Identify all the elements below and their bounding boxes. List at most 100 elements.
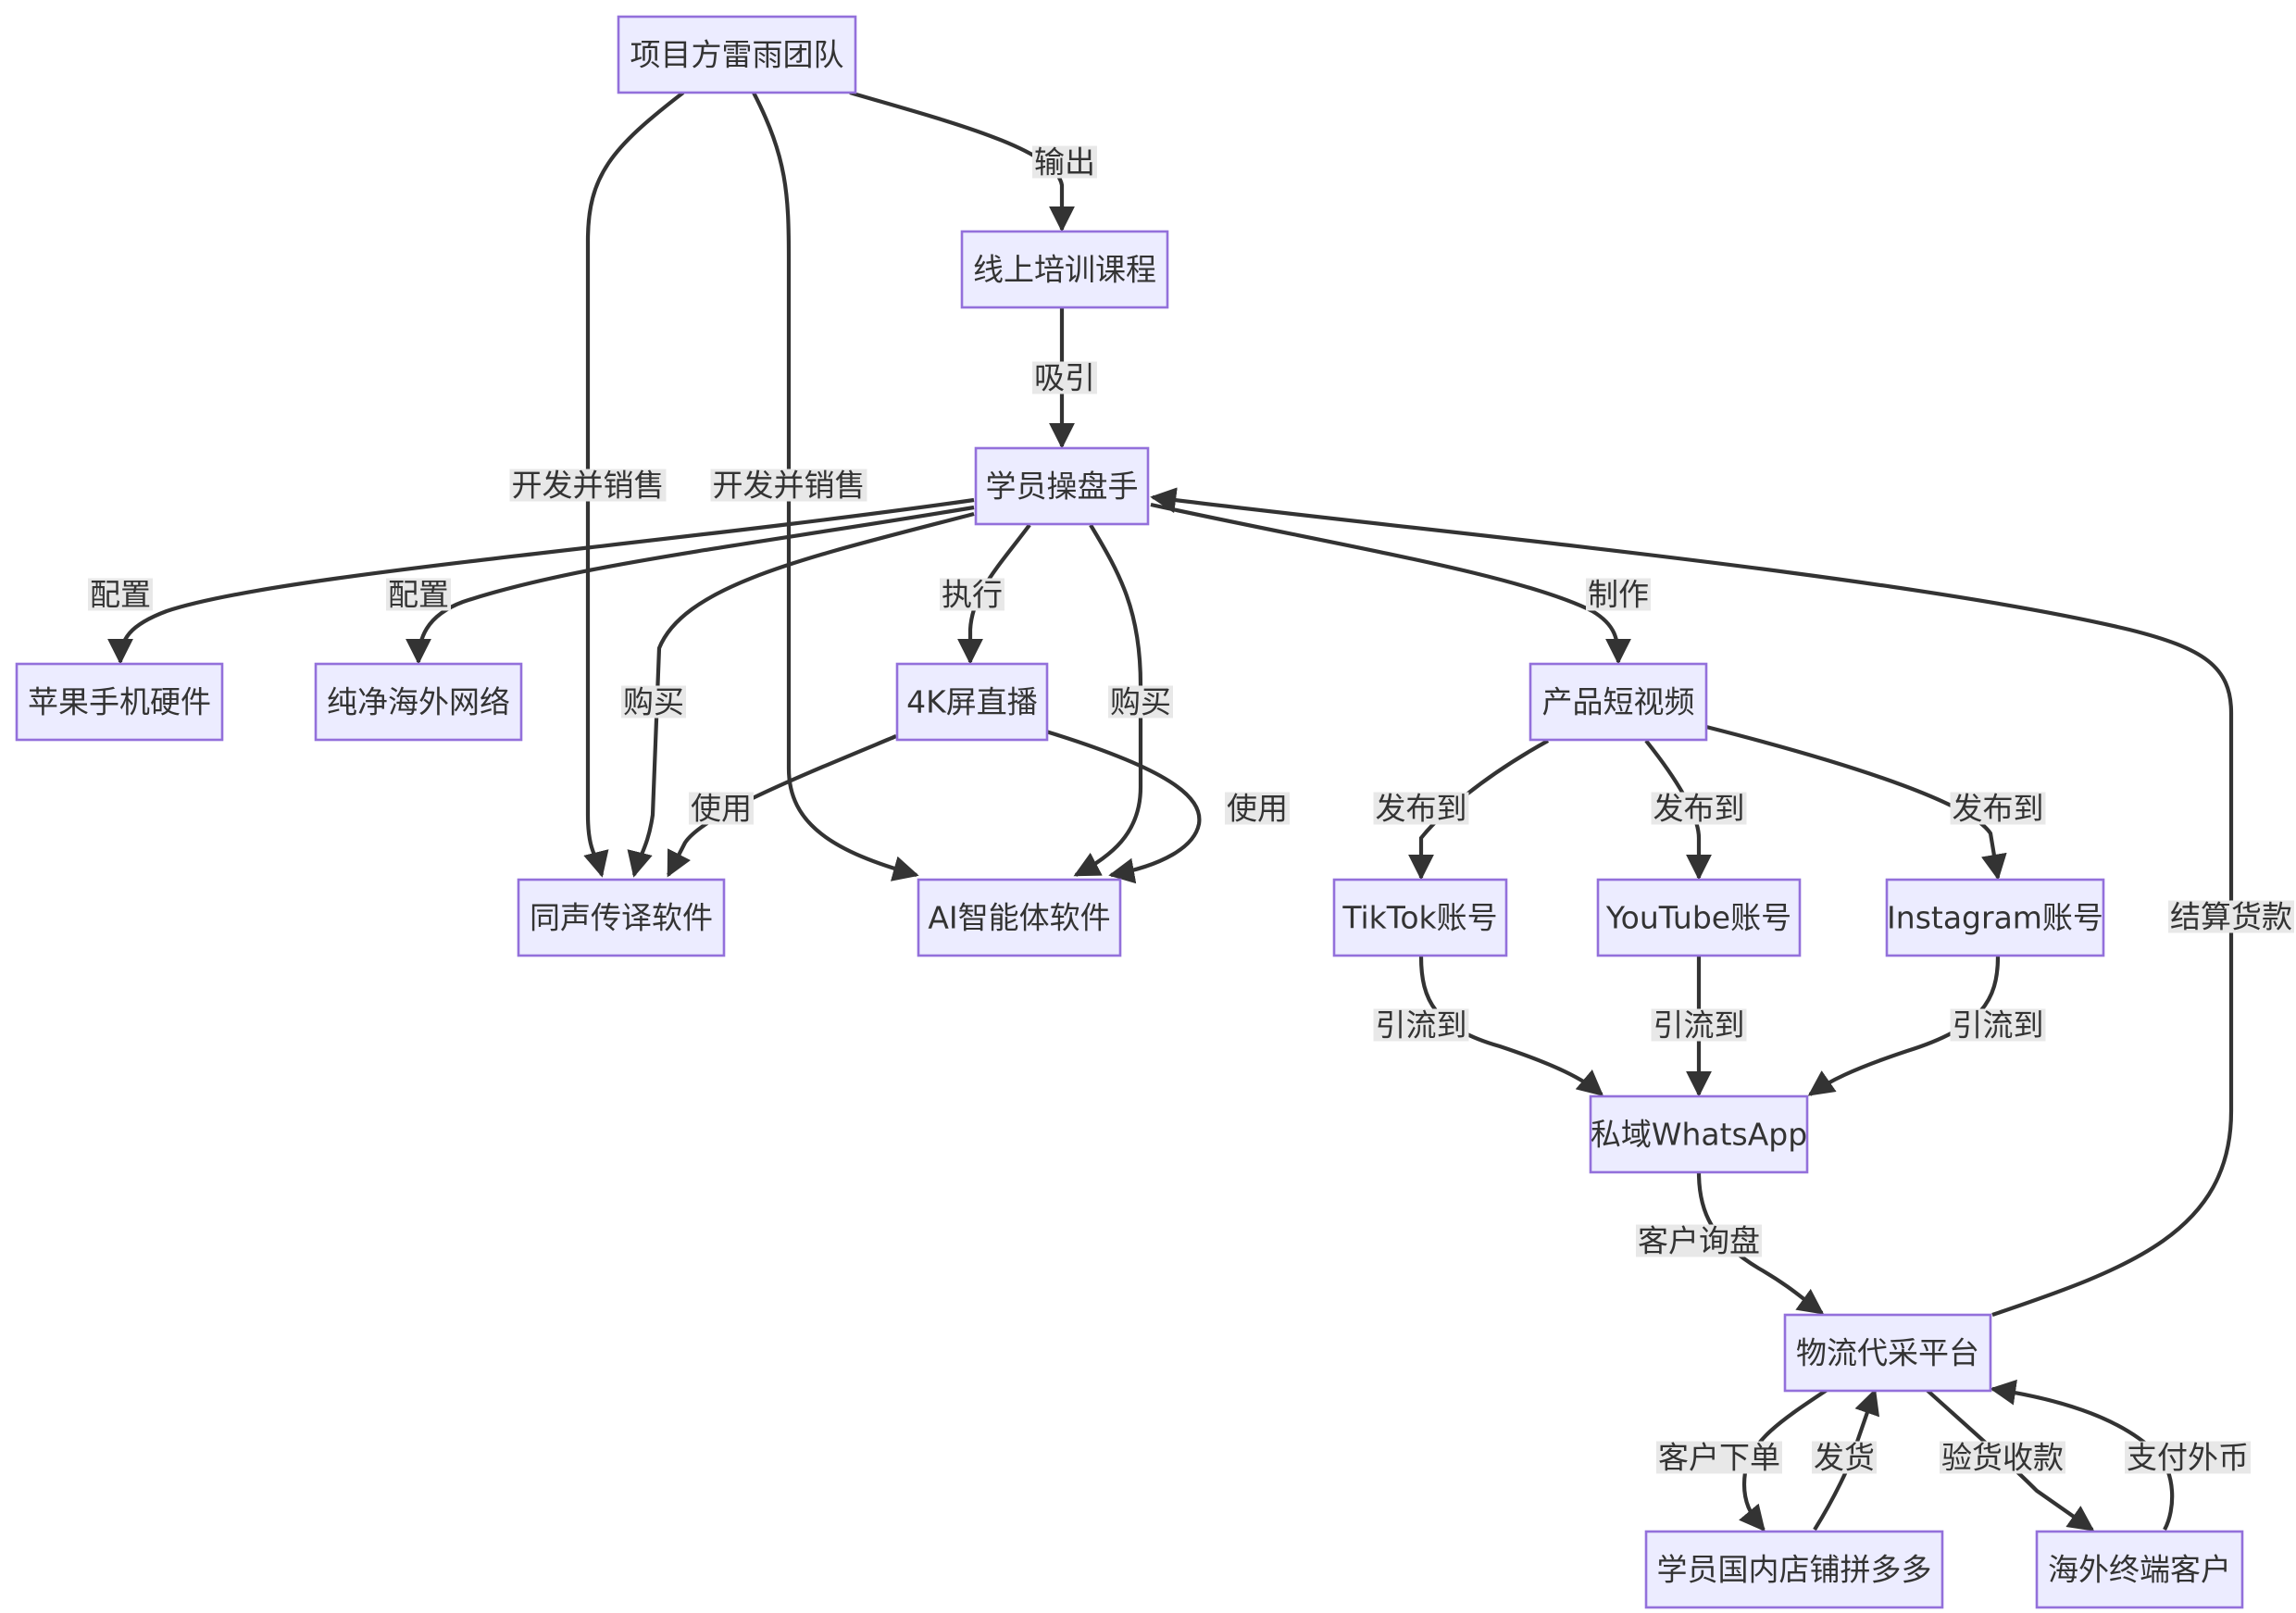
edge-label-e_lyx_course: 输出 — [1032, 144, 1097, 181]
edge-instagram-wa — [1807, 956, 2001, 1096]
edge-label-bg — [621, 685, 686, 719]
edge-label-bg — [1651, 792, 1747, 825]
edge-label-e_tiktok_wa: 引流到 — [1373, 1007, 1469, 1044]
edge-lyx-course — [849, 90, 1075, 232]
node-box-video — [1529, 662, 1708, 742]
edge-label-e_lyx_trans: 开发并销售 — [509, 468, 667, 504]
edge-label-bg — [509, 469, 667, 502]
node-label-course: 线上培训课程 — [973, 252, 1156, 288]
node-box-whatsapp — [1589, 1094, 1809, 1174]
edge-label-e_live_trans: 使用 — [689, 791, 754, 827]
node-box-aiagent — [917, 878, 1122, 957]
edge-label-text: 发布到 — [1653, 791, 1745, 827]
edge-label-e_trader_iphone: 配置 — [88, 577, 153, 613]
node-logistics: 物流代采平台 — [1783, 1313, 1992, 1393]
node-network: 纯净海外网络 — [314, 662, 523, 742]
node-label-trans: 同声传译软件 — [530, 900, 713, 936]
edge-lyx-ai — [752, 92, 919, 882]
edge-trader-ai — [1073, 523, 1143, 877]
edge-label-text: 使用 — [1227, 791, 1288, 827]
edge-live-ai — [1045, 729, 1202, 884]
edge-label-e_youtube_wa: 引流到 — [1651, 1007, 1747, 1044]
edge-label-text: 发布到 — [1953, 791, 2044, 827]
edge-label-bg — [1636, 1224, 1762, 1257]
node-tiktok: TikTok账号 — [1332, 878, 1508, 957]
edge-label-e_instagram_wa: 引流到 — [1950, 1007, 2046, 1044]
edge-label-text: 制作 — [1588, 577, 1649, 613]
edge-label-e_video_tiktok: 发布到 — [1373, 791, 1469, 827]
edge-label-bg — [386, 578, 451, 611]
edge-label-e_trader_video: 制作 — [1586, 577, 1651, 613]
edge-label-bg — [1950, 792, 2046, 825]
node-pdd: 学员国内店铺拼多多 — [1644, 1530, 1944, 1609]
edge-label-e_video_instagram: 发布到 — [1950, 791, 2046, 827]
edge-label-bg — [1108, 685, 1173, 719]
node-iphone: 苹果手机硬件 — [15, 662, 224, 742]
edge-label-text: 开发并销售 — [713, 468, 866, 504]
edge-label-bg — [1950, 1008, 2046, 1042]
edge-label-bg — [1373, 792, 1469, 825]
edge-label-e_live_ai: 使用 — [1225, 791, 1290, 827]
node-box-overseas — [2035, 1530, 2244, 1609]
edge-label-e_pdd_logistics: 发货 — [1812, 1440, 1877, 1476]
node-label-network: 纯净海外网络 — [327, 684, 510, 720]
node-overseas: 海外终端客户 — [2035, 1530, 2244, 1609]
node-label-trader: 学员操盘手 — [986, 469, 1139, 505]
edge-label-text: 引流到 — [1653, 1007, 1745, 1044]
edge-label-e_video_youtube: 发布到 — [1651, 791, 1747, 827]
node-box-live4k — [895, 662, 1049, 742]
edge-logistics-trader — [1150, 487, 2234, 1317]
node-label-whatsapp: 私域WhatsApp — [1591, 1117, 1807, 1153]
edge-label-bg — [1651, 1008, 1747, 1042]
edge-trader-iphone — [107, 497, 975, 665]
edge-label-bg — [1225, 792, 1290, 825]
edge-label-e_trader_ai: 购买 — [1108, 684, 1173, 720]
node-instagram: Instagram账号 — [1885, 878, 2105, 957]
edge-label-text: 引流到 — [1376, 1007, 1467, 1044]
edge-label-e_logistics_pdd: 客户下单 — [1656, 1440, 1782, 1476]
edge-label-bg — [710, 469, 867, 502]
node-box-trader — [974, 446, 1150, 526]
edge-label-text: 配置 — [388, 577, 449, 613]
node-youtube: YouTube账号 — [1596, 878, 1802, 957]
node-box-iphone — [15, 662, 224, 742]
edge-labels: 输出开发并销售开发并销售吸引配置配置购买执行购买制作使用使用发布到发布到发布到引… — [88, 144, 2294, 1476]
edge-label-text: 验货收款 — [1941, 1440, 2064, 1476]
node-video: 产品短视频 — [1529, 662, 1708, 742]
edge-label-bg — [2125, 1441, 2251, 1474]
edge-label-text: 使用 — [691, 791, 752, 827]
edge-label-e_trader_live: 执行 — [940, 577, 1004, 613]
node-box-lyx — [617, 15, 857, 94]
edge-video-instagram — [1705, 724, 2007, 881]
edge-trader-network — [406, 505, 975, 665]
node-trader: 学员操盘手 — [974, 446, 1150, 526]
node-label-iphone: 苹果手机硬件 — [28, 684, 211, 720]
edge-trader-video — [1150, 502, 1631, 665]
node-box-logistics — [1783, 1313, 1992, 1393]
edge-label-bg — [940, 578, 1004, 611]
node-box-tiktok — [1332, 878, 1508, 957]
node-box-course — [960, 230, 1169, 309]
edge-label-text: 发货 — [1814, 1440, 1875, 1476]
edge-label-bg — [689, 792, 754, 825]
edge-label-e_wa_logistics: 客户询盘 — [1636, 1223, 1762, 1259]
edge-label-text: 开发并销售 — [512, 468, 665, 504]
node-trans: 同声传译软件 — [517, 878, 726, 957]
node-label-live4k: 4K屏直播 — [906, 684, 1038, 720]
node-label-instagram: Instagram账号 — [1887, 900, 2103, 936]
edge-label-text: 发布到 — [1376, 791, 1467, 827]
node-whatsapp: 私域WhatsApp — [1589, 1094, 1809, 1174]
node-label-logistics: 物流代采平台 — [1796, 1335, 1979, 1371]
node-box-youtube — [1596, 878, 1802, 957]
node-lyx: 项目方雷雨团队 — [617, 15, 857, 94]
edge-label-e_lyx_ai: 开发并销售 — [710, 468, 867, 504]
edge-label-e_overseas_logistics: 支付外币 — [2125, 1440, 2251, 1476]
edge-label-e_logistics_trader: 结算货款 — [2168, 899, 2294, 935]
edge-label-e_logistics_overseas: 验货收款 — [1940, 1440, 2065, 1476]
edge-label-text: 支付外币 — [2127, 1440, 2249, 1476]
edge-label-text: 结算货款 — [2170, 899, 2292, 935]
edge-trader-trans — [627, 511, 975, 878]
edge-label-bg — [1812, 1441, 1877, 1474]
